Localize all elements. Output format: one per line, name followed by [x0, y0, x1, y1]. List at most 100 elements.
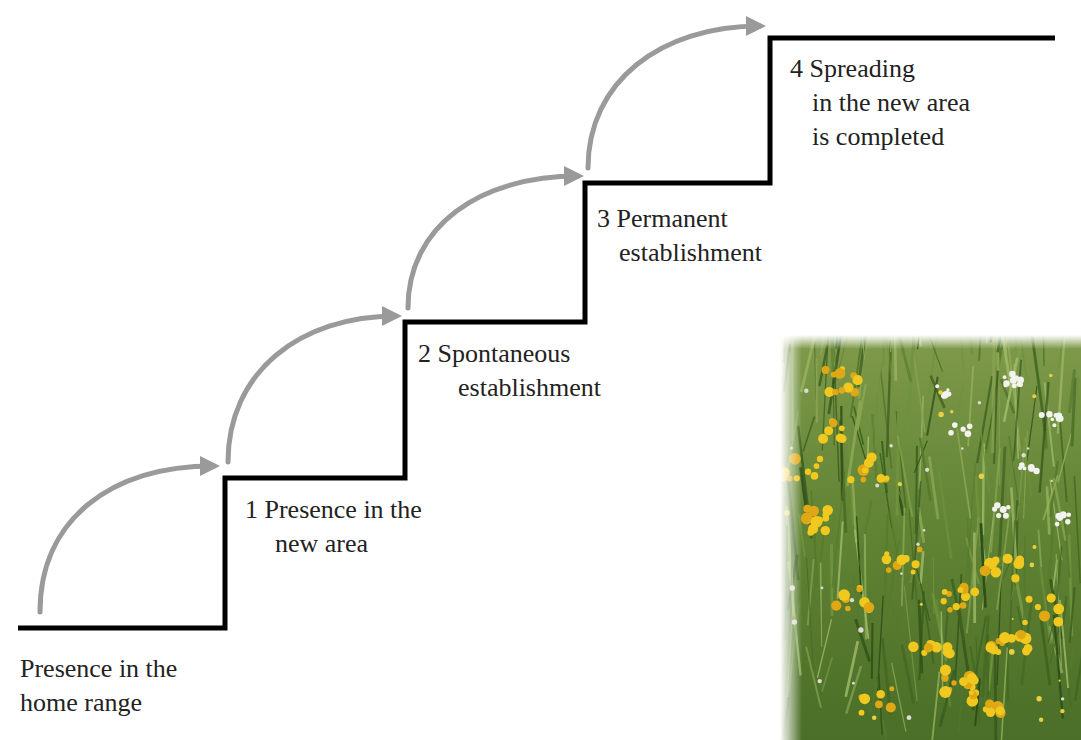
- white-flower: [1016, 382, 1020, 386]
- small-blossom: [1039, 718, 1043, 722]
- yellow-flower: [991, 567, 1002, 578]
- yellow-flower: [882, 555, 892, 565]
- white-flower: [996, 513, 1001, 518]
- yellow-flower: [1047, 594, 1056, 603]
- small-blossom: [938, 412, 943, 417]
- grass-stem: [822, 658, 832, 692]
- grass-stem: [999, 387, 1001, 486]
- yellow-flower: [1013, 558, 1024, 569]
- stage-label-block: 2 Spontaneous establishment: [418, 337, 601, 405]
- small-blossom: [852, 682, 855, 685]
- grass-stem: [976, 476, 981, 547]
- grass-stem: [819, 590, 821, 688]
- small-blossom: [858, 627, 863, 632]
- step-arrow: [228, 316, 396, 462]
- white-flower: [1056, 413, 1063, 420]
- small-blossom: [923, 529, 926, 532]
- yellow-flower: [986, 708, 995, 717]
- yellow-flower: [805, 469, 811, 475]
- meadow-flowers: [780, 366, 1071, 722]
- yellow-flower: [970, 588, 979, 597]
- white-flower: [1052, 423, 1056, 427]
- yellow-flower: [912, 560, 920, 568]
- stage-label-block: 4 Spreading in the new area is completed: [790, 52, 970, 154]
- grass-stem: [1017, 437, 1025, 520]
- grass-stem: [1043, 475, 1058, 520]
- white-flower: [965, 431, 972, 438]
- yellow-flower: [942, 589, 948, 595]
- yellow-flower: [886, 702, 896, 712]
- yellow-flower: [908, 642, 918, 652]
- yellow-flower: [859, 693, 870, 704]
- yellow-flower: [821, 526, 830, 535]
- yellow-flower: [889, 686, 894, 691]
- small-blossom: [1059, 680, 1061, 682]
- small-blossom: [961, 447, 964, 450]
- yellow-flower: [958, 587, 964, 593]
- yellow-flower: [1017, 630, 1026, 639]
- small-blossom: [1032, 394, 1036, 398]
- stage-label-block: 3 Permanent establishment: [597, 202, 762, 270]
- grass-stem: [807, 648, 816, 685]
- grass-stem: [1058, 433, 1071, 482]
- grass-stem: [940, 670, 954, 727]
- yellow-flower: [943, 647, 952, 656]
- grass-stem: [1027, 386, 1037, 464]
- grass-stem: [1054, 615, 1063, 719]
- grass-stem: [921, 551, 924, 583]
- small-blossom: [900, 572, 903, 575]
- grass-stem: [870, 663, 884, 712]
- yellow-flower: [864, 602, 874, 612]
- grass-stem: [967, 519, 979, 633]
- yellow-flower: [897, 555, 907, 565]
- stage-label-block: 1 Presence in the new area: [245, 493, 422, 561]
- small-blossom: [889, 444, 893, 448]
- yellow-flower: [967, 673, 978, 684]
- yellow-flower: [911, 569, 916, 574]
- yellow-flower: [999, 632, 1010, 643]
- yellow-flower: [864, 458, 874, 468]
- grass-stem: [853, 478, 857, 542]
- small-blossom: [938, 390, 942, 394]
- grass-stem: [891, 602, 899, 634]
- grass-stem: [1011, 547, 1024, 601]
- small-blossom: [978, 401, 981, 404]
- yellow-flower: [807, 529, 814, 536]
- yellow-flower: [951, 680, 956, 685]
- step-arrow: [588, 26, 760, 168]
- yellow-flower: [857, 586, 863, 592]
- grass-stem: [871, 623, 874, 679]
- yellow-flower: [853, 375, 863, 385]
- yellow-flower: [940, 665, 951, 676]
- grass-stem: [803, 416, 814, 451]
- yellow-flower: [862, 467, 868, 473]
- yellow-flower: [838, 435, 846, 443]
- grass-stem: [952, 579, 964, 640]
- yellow-flower: [822, 366, 830, 374]
- yellow-flower: [823, 505, 833, 515]
- grass-stem: [993, 339, 994, 454]
- yellow-flower: [845, 606, 851, 612]
- grass-stem: [1064, 515, 1070, 578]
- grass-stem: [941, 611, 942, 693]
- grass-stem: [975, 616, 986, 679]
- white-flower: [1012, 383, 1017, 388]
- small-blossom: [898, 482, 902, 486]
- small-blossom: [1012, 618, 1014, 620]
- white-flower: [1014, 375, 1019, 380]
- grass-stem: [959, 682, 963, 732]
- grass-stem: [817, 619, 831, 678]
- grass-stem: [1075, 643, 1081, 701]
- stage-label: 3 Permanent establishment: [597, 202, 762, 270]
- small-blossom: [804, 389, 808, 393]
- white-flower: [1067, 512, 1072, 517]
- white-flower: [935, 384, 939, 388]
- grass-stem: [1001, 647, 1007, 740]
- yellow-flower: [817, 456, 823, 462]
- yellow-flower: [811, 472, 819, 480]
- yellow-flower: [1011, 574, 1019, 582]
- white-flower: [961, 427, 966, 432]
- grass-stem: [920, 438, 930, 501]
- grass-stem: [811, 491, 817, 585]
- grass-stem: [919, 507, 924, 543]
